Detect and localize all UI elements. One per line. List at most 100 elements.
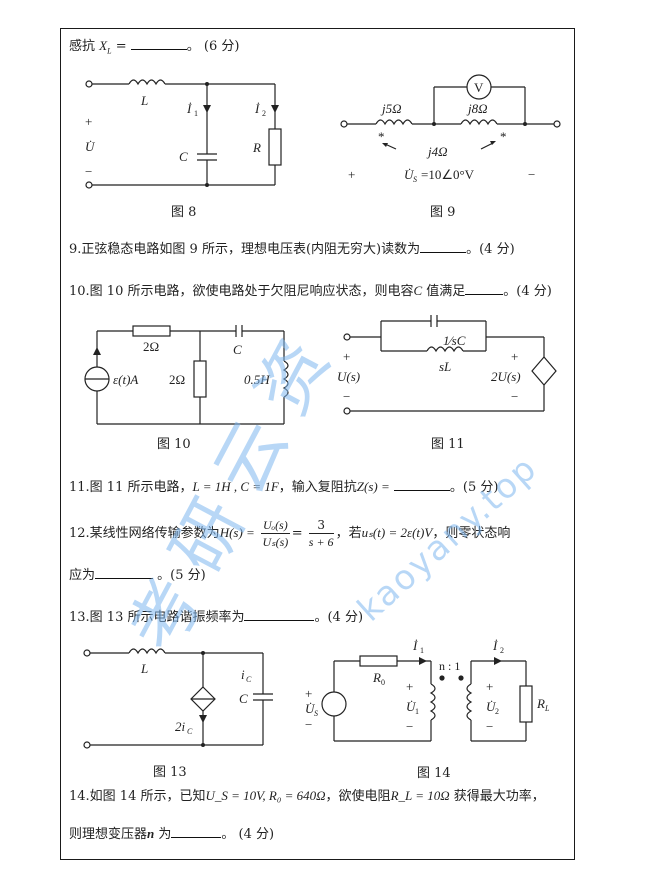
figure-10-caption: 图 10 <box>157 437 191 452</box>
label-RL-sub: L <box>544 704 550 713</box>
q9-text: 9.正弦稳态电路如图 9 所示，理想电压表(内阻无穷大)读数为 <box>69 242 421 257</box>
label-Us-sub: S <box>413 175 417 184</box>
circuit-figure-10: 2Ω 2Ω C 0.5H ε(t)A <box>84 325 289 425</box>
q8-var: X <box>99 38 108 53</box>
q10-suffix: 。(4 分) <box>503 284 552 299</box>
label-plus-1: + <box>406 679 413 694</box>
q14-given: U_S = 10V, R₀ = 640Ω <box>205 788 326 803</box>
label-U1-sub: 1 <box>415 707 419 716</box>
question-10: 10.图 10 所示电路，欲使电路处于欠阻尼响应状态，则电容C 值满足。(4 分… <box>69 282 552 301</box>
label-L: 0.5H <box>244 372 270 387</box>
q14-text2: ，欲使电阻 <box>325 789 391 804</box>
q14-text4: 为 <box>154 827 172 842</box>
figure-9: V j5Ω j8Ω * * j4Ω + U̇ S =10∠0°V − 图 9 <box>336 69 561 220</box>
q11-cond: L = 1H , C = 1F <box>192 479 279 494</box>
answer-blank[interactable] <box>171 825 222 838</box>
label-plus-2: + <box>486 679 493 694</box>
label-I1: İ <box>412 638 418 653</box>
circuit-figure-8: L İ 1 İ 2 C R + U̇ − <box>85 79 282 189</box>
label-R0: R <box>372 670 381 685</box>
q12-input: uₛ(t) = 2ε(t)V <box>361 525 433 540</box>
q8-suffix: 。 (6 分) <box>186 39 240 54</box>
figure-13-caption: 图 13 <box>153 765 187 780</box>
label-Us: U̇ <box>305 701 316 716</box>
dot-mark-2: * <box>500 129 507 144</box>
voltmeter-icon: V <box>474 80 484 95</box>
label-dependent-source: 2i <box>175 719 186 734</box>
circuit-figure-13: L i C C 2i C <box>83 648 273 749</box>
fraction-2-den: s + 6 <box>308 535 334 549</box>
label-Us-value: =10∠0°V <box>421 167 475 182</box>
label-I2-sub: 2 <box>262 109 266 118</box>
label-plus-dep: + <box>511 349 518 364</box>
q12-text: 12.某线性网络传输参数为 <box>69 526 220 541</box>
answer-blank[interactable] <box>420 240 467 253</box>
label-plus: + <box>85 114 92 129</box>
label-minus-1: − <box>406 719 413 734</box>
q13-text: 13.图 13 所示电路谐振频率为 <box>69 610 245 625</box>
label-j5: j5Ω <box>380 101 402 116</box>
label-dep-sub: C <box>187 727 193 736</box>
question-8-tail: 感抗 XL = 。 (6 分) <box>69 37 239 61</box>
q14-var: n <box>147 826 155 841</box>
label-minus: − <box>528 167 535 182</box>
q14-line2: 则理想变压器 <box>69 827 148 842</box>
q8-eq: = <box>115 39 127 54</box>
label-I2: İ <box>492 638 498 653</box>
label-Us: U̇ <box>404 167 415 182</box>
answer-blank[interactable] <box>95 566 154 579</box>
q14-rl: R_L = 10Ω <box>390 788 450 803</box>
label-minus: − <box>85 164 92 179</box>
figure-13: L i C C 2i C 图 13 <box>81 648 281 780</box>
answer-blank[interactable] <box>130 37 187 50</box>
q11-text: 11.图 11 所示电路， <box>69 480 193 495</box>
label-ic: i <box>241 667 245 682</box>
q8-prefix: 感抗 <box>69 39 96 54</box>
label-I1-sub: 1 <box>420 646 424 655</box>
question-14-line-2: 则理想变压器n 为。 (4 分) <box>69 825 274 844</box>
q11-suffix: 。(5 分) <box>449 480 499 495</box>
answer-blank[interactable] <box>393 478 450 491</box>
dot-mark-1: * <box>378 129 385 144</box>
label-I1-sub: 1 <box>194 109 198 118</box>
label-minus-dep: − <box>511 389 518 404</box>
exam-page: 感抗 XL = 。 (6 分) L İ <box>60 28 575 860</box>
label-sL: sL <box>439 359 451 374</box>
label-R2: 2Ω <box>169 372 185 387</box>
label-source: ε(t)A <box>113 372 138 387</box>
q11-text2: ，输入复阻抗 <box>278 480 357 495</box>
label-L: L <box>140 93 148 108</box>
fraction-2-num: 3 <box>308 517 334 534</box>
label-C: C <box>239 691 248 706</box>
fraction-1: Uₒ(s)Uₛ(s) <box>260 517 290 550</box>
figure-14: İ 1 İ 2 n : 1 R 0 + U̇ S − + U̇ 1 − + U̇… <box>301 638 551 781</box>
fraction-1-den: Uₛ(s) <box>262 535 289 549</box>
label-ic-sub: C <box>246 675 252 684</box>
label-L: L <box>140 661 148 676</box>
label-U: U̇ <box>85 139 96 154</box>
label-minus-source: − <box>305 717 312 732</box>
label-U2-sub: 2 <box>495 707 499 716</box>
figure-14-caption: 图 14 <box>417 766 451 781</box>
label-C: C <box>233 342 242 357</box>
label-I2: İ <box>254 101 260 116</box>
label-plus-source: + <box>305 686 312 701</box>
q14-text: 14.如图 14 所示，已知 <box>69 789 206 804</box>
question-14: 14.如图 14 所示，已知U_S = 10V, R₀ = 640Ω，欲使电阻R… <box>69 787 545 806</box>
figure-8: L İ 1 İ 2 C R + U̇ − 图 8 <box>81 69 282 220</box>
answer-blank[interactable] <box>465 282 504 295</box>
question-12-line-2: 应为 。(5 分) <box>69 566 206 585</box>
label-dependent-source: 2U(s) <box>491 369 521 384</box>
question-9: 9.正弦稳态电路如图 9 所示，理想电压表(内阻无穷大)读数为 。(4 分) <box>69 240 515 259</box>
circuit-figure-11: 1⁄sC sL + U(s) − + 2U(s) − <box>337 315 557 415</box>
label-minus-in: − <box>343 389 350 404</box>
label-I1: İ <box>186 101 192 116</box>
circuit-figure-9: V j5Ω j8Ω * * j4Ω + U̇ S =10∠0°V − <box>340 74 561 184</box>
answer-blank[interactable] <box>244 608 315 621</box>
q9-suffix: 。(4 分) <box>466 242 515 257</box>
label-R0-sub: 0 <box>381 678 385 687</box>
q14-text3: 获得最大功率， <box>449 789 545 804</box>
figure-9-caption: 图 9 <box>430 205 456 220</box>
label-Us-sub: S <box>314 709 318 718</box>
